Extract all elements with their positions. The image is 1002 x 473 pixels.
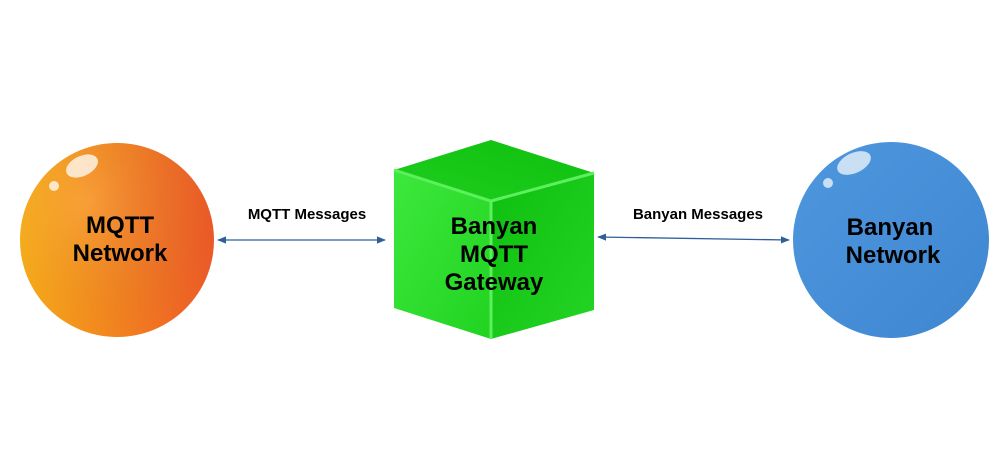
gateway-cube-side <box>491 173 594 339</box>
gateway-label-line2: MQTT <box>460 241 528 268</box>
mqtt-network-highlight <box>66 154 98 178</box>
mqtt-network-node: MQTT Network <box>20 143 214 337</box>
banyan-network-label-line1: Banyan <box>847 214 934 241</box>
banyan-network-label-line2: Network <box>846 242 941 269</box>
banyan-network-highlight <box>837 151 871 175</box>
mqtt-network-label-line2: Network <box>73 240 168 267</box>
banyan-network-node: Banyan Network <box>793 142 989 338</box>
gateway-node: Banyan MQTT Gateway <box>393 140 595 339</box>
mqtt-network-highlight-dot <box>49 181 59 191</box>
mqtt-messages-label: MQTT Messages <box>248 206 366 223</box>
mqtt-network-label-line1: MQTT <box>86 212 154 239</box>
banyan-network-highlight-dot <box>823 178 833 188</box>
banyan-messages-edge: Banyan Messages <box>597 206 790 244</box>
mqtt-messages-edge: MQTT Messages <box>217 206 386 244</box>
banyan-network-sphere <box>793 142 989 338</box>
mqtt-network-shade <box>20 143 214 337</box>
banyan-messages-label: Banyan Messages <box>633 206 763 223</box>
banyan-messages-arrow <box>597 233 790 244</box>
gateway-label-line1: Banyan <box>451 213 538 240</box>
gateway-label-line3: Gateway <box>445 269 544 296</box>
gateway-cube-front <box>394 170 491 339</box>
